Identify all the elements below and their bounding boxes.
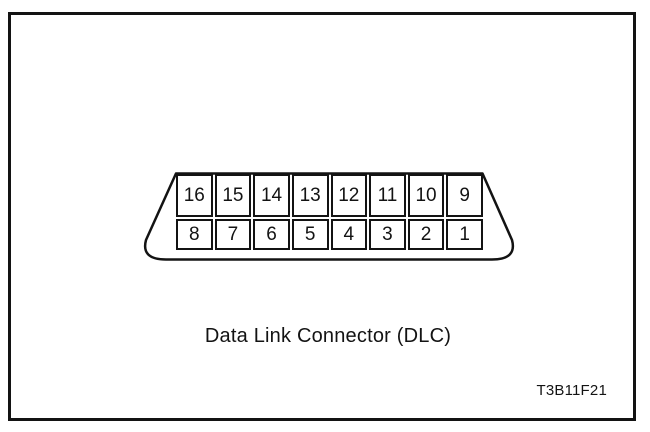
pin-row-top: 16 15 14 13 12 11 10 9: [176, 174, 483, 217]
figure-code: T3B11F21: [536, 382, 607, 399]
pin-cell-14: 14: [253, 174, 290, 217]
pin-cell-2: 2: [407, 219, 445, 250]
pin-cell-10: 10: [407, 174, 445, 217]
pin-cell-6: 6: [253, 219, 290, 250]
pin-cell-8: 8: [176, 219, 213, 250]
pin-grid: 16 15 14 13 12 11 10 9 8 7 6 5 4 3 2 1: [176, 174, 483, 250]
pin-row-bottom: 8 7 6 5 4 3 2 1: [176, 219, 483, 250]
pin-cell-5: 5: [291, 219, 329, 250]
pin-cell-3: 3: [369, 219, 406, 250]
pin-cell-11: 11: [369, 174, 406, 217]
pin-cell-4: 4: [330, 219, 368, 250]
pin-cell-9: 9: [446, 174, 483, 217]
pin-cell-15: 15: [214, 174, 252, 217]
dlc-connector-diagram: 16 15 14 13 12 11 10 9 8 7 6 5 4 3 2 1: [140, 172, 518, 263]
pin-cell-12: 12: [330, 174, 368, 217]
pin-cell-1: 1: [446, 219, 483, 250]
pin-cell-13: 13: [291, 174, 329, 217]
diagram-frame: 16 15 14 13 12 11 10 9 8 7 6 5 4 3 2 1 D…: [8, 12, 636, 421]
pin-cell-16: 16: [176, 174, 213, 217]
figure-caption: Data Link Connector (DLC): [204, 325, 452, 347]
pin-cell-7: 7: [214, 219, 252, 250]
